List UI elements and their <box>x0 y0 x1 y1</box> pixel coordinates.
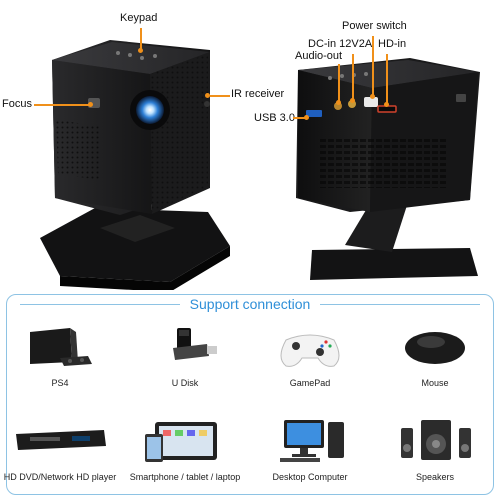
device-label: GamePad <box>289 378 331 388</box>
device-label: U Disk <box>171 378 199 388</box>
device-label: PS4 <box>51 378 69 388</box>
callout-hd-in: HD-in <box>378 38 407 50</box>
desktop-computer-icon <box>280 420 344 462</box>
device-label: Mouse <box>421 378 449 388</box>
callout-usb: USB 3.0 <box>254 112 295 124</box>
device-label: Smartphone / tablet / laptop <box>129 472 241 482</box>
usb-drive-icon <box>173 328 217 360</box>
support-title: Support connection <box>0 296 500 312</box>
mobile-devices-icon <box>145 422 217 462</box>
left-projector <box>40 40 230 292</box>
device-u-disk: U Disk <box>125 318 245 388</box>
device-gamepad: GamePad <box>250 318 370 388</box>
projector-illustration <box>40 40 480 292</box>
dvd-player-icon <box>16 430 106 450</box>
support-panel <box>6 294 494 495</box>
device-label: HD DVD/Network HD player <box>3 472 117 482</box>
device-ps4: PS4 <box>0 318 120 388</box>
product-photos: Keypad Focus IR receiver Power switch DC… <box>2 12 480 292</box>
callout-power-switch: Power switch <box>342 20 407 32</box>
callout-focus: Focus <box>2 98 32 110</box>
mouse-icon <box>405 332 465 364</box>
device-label: Desktop Computer <box>272 472 348 482</box>
device-mouse: Mouse <box>375 318 495 388</box>
device-speakers: Speakers <box>375 412 495 482</box>
callout-keypad: Keypad <box>120 12 158 24</box>
device-mobile: Smartphone / tablet / laptop <box>125 412 245 482</box>
callout-ir-receiver: IR receiver <box>231 88 285 100</box>
game-console-icon <box>30 328 92 366</box>
device-label: Speakers <box>415 472 455 482</box>
device-desktop: Desktop Computer <box>250 412 370 482</box>
callout-dc-in: DC-in 12V2A <box>308 38 373 50</box>
device-dvd-player: HD DVD/Network HD player <box>0 412 120 482</box>
gamepad-icon <box>280 334 340 367</box>
right-projector <box>296 58 480 280</box>
speakers-icon <box>401 420 471 460</box>
callout-audio-out: Audio-out <box>295 50 343 62</box>
